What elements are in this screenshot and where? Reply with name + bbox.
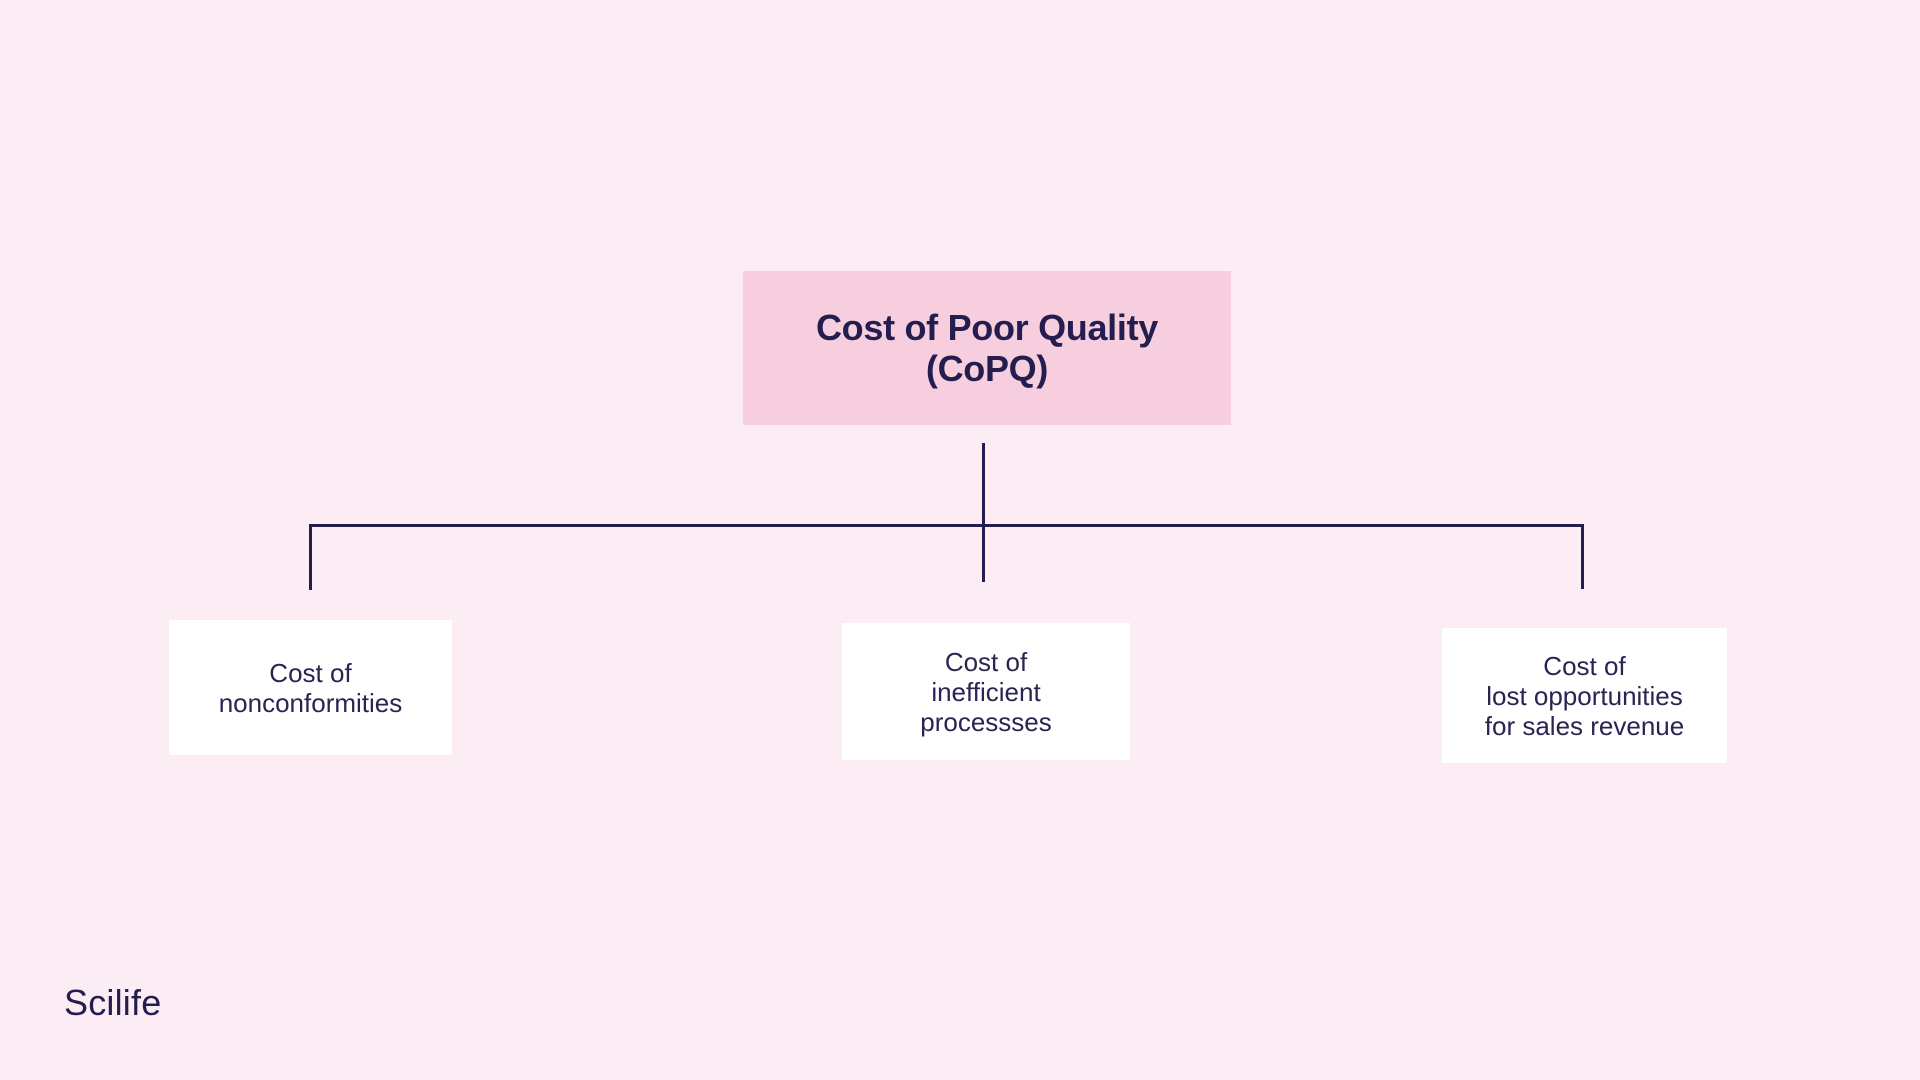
child-node-label: Cost of nonconformities [219, 658, 403, 718]
child2-label-line-1: Cost of [944, 646, 1028, 677]
child3-label-line-1: Cost of [1543, 650, 1626, 681]
connector-drop-right [1581, 524, 1584, 589]
connector-drop-left [309, 524, 312, 590]
child1-label-line-1: Cost of [269, 657, 352, 688]
node-cost-of-inefficient-processes: Cost of inefficient processses [842, 623, 1130, 760]
node-cost-of-poor-quality: Cost of Poor Quality (CoPQ) [743, 271, 1231, 425]
child3-label-line-2: lost opportunities [1486, 680, 1683, 711]
root-node-label: Cost of Poor Quality (CoPQ) [816, 307, 1158, 389]
child2-label-line-2: inefficient [931, 676, 1041, 707]
root-label-line-2: (CoPQ) [925, 348, 1049, 389]
connector-root-stem [982, 443, 985, 582]
node-cost-of-nonconformities: Cost of nonconformities [169, 620, 452, 755]
child-node-label: Cost of lost opportunities for sales rev… [1485, 651, 1684, 741]
child-node-label: Cost of inefficient processses [920, 647, 1052, 737]
connector-horizontal-bar [309, 524, 1584, 527]
scilife-logo: Scilife [64, 982, 162, 1023]
node-cost-of-lost-opportunities: Cost of lost opportunities for sales rev… [1442, 628, 1727, 763]
child3-label-line-3: for sales revenue [1484, 710, 1685, 741]
root-label-line-1: Cost of Poor Quality [815, 307, 1158, 348]
child2-label-line-3: processses [920, 706, 1052, 737]
child1-label-line-2: nonconformities [218, 687, 403, 718]
